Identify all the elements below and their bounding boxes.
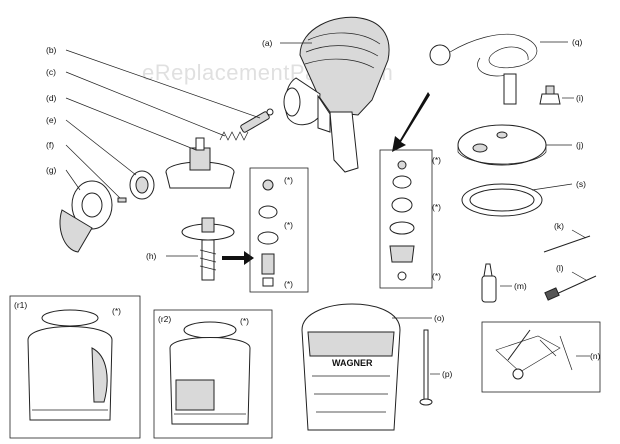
kit-box-left <box>249 167 309 293</box>
nut-part <box>129 170 155 200</box>
label-d: (d) <box>46 93 57 103</box>
spring-part <box>219 131 249 141</box>
asterisk-3: (*) <box>284 279 293 289</box>
label-q: (q) <box>572 37 583 47</box>
hose-part <box>429 33 538 105</box>
label-k: (k) <box>554 221 564 231</box>
label-e: (e) <box>46 115 57 125</box>
r2-container-part <box>169 321 251 425</box>
rod-part <box>419 329 433 406</box>
label-h: (h) <box>146 251 157 261</box>
r1-box <box>9 295 141 439</box>
arrow-icon <box>222 251 254 265</box>
label-f: (f) <box>46 140 54 150</box>
label-g: (g) <box>46 165 57 175</box>
asterisk-6: (*) <box>432 271 441 281</box>
screw-part <box>117 197 127 203</box>
lid-part <box>457 124 547 166</box>
asterisk-1: (*) <box>284 175 293 185</box>
kit-parts-right <box>389 160 415 281</box>
label-o: (o) <box>434 313 445 323</box>
asterisk-2: (*) <box>284 220 293 230</box>
oil-bottle-part <box>481 263 497 303</box>
label-b: (b) <box>46 45 57 55</box>
arrow-icon <box>392 92 430 152</box>
air-cap-part <box>59 180 113 253</box>
front-assembly-part <box>165 137 235 189</box>
accessories-part <box>495 329 573 380</box>
kit-box-right <box>379 149 433 289</box>
brush-part <box>543 235 591 253</box>
valve-assembly-part <box>181 217 235 281</box>
brand-text: WAGNER <box>332 358 373 368</box>
label-c: (c) <box>46 67 56 77</box>
kit-parts-left <box>257 179 279 287</box>
label-r1: (r1) <box>14 300 27 310</box>
nozzle-part <box>240 108 274 133</box>
label-s: (s) <box>576 179 586 189</box>
knob-part <box>539 85 561 105</box>
r2-box <box>153 309 273 439</box>
spray-gun-part <box>283 16 390 173</box>
label-l: (l) <box>556 263 564 273</box>
label-r2: (r2) <box>158 314 171 324</box>
asterisk-5: (*) <box>432 202 441 212</box>
turbine-housing-part: WAGNER <box>301 303 401 431</box>
label-p: (p) <box>442 369 453 379</box>
asterisk-4: (*) <box>432 155 441 165</box>
asterisk-8: (*) <box>240 316 249 326</box>
ring-part <box>461 183 543 217</box>
label-m: (m) <box>514 281 527 291</box>
label-a: (a) <box>262 38 273 48</box>
accessories-box <box>481 321 601 393</box>
asterisk-7: (*) <box>112 306 121 316</box>
label-n: (n) <box>590 351 601 361</box>
label-j: (j) <box>576 140 584 150</box>
r1-container-part <box>27 309 113 421</box>
cleaning-brush-part <box>544 275 597 301</box>
label-i: (i) <box>576 93 584 103</box>
